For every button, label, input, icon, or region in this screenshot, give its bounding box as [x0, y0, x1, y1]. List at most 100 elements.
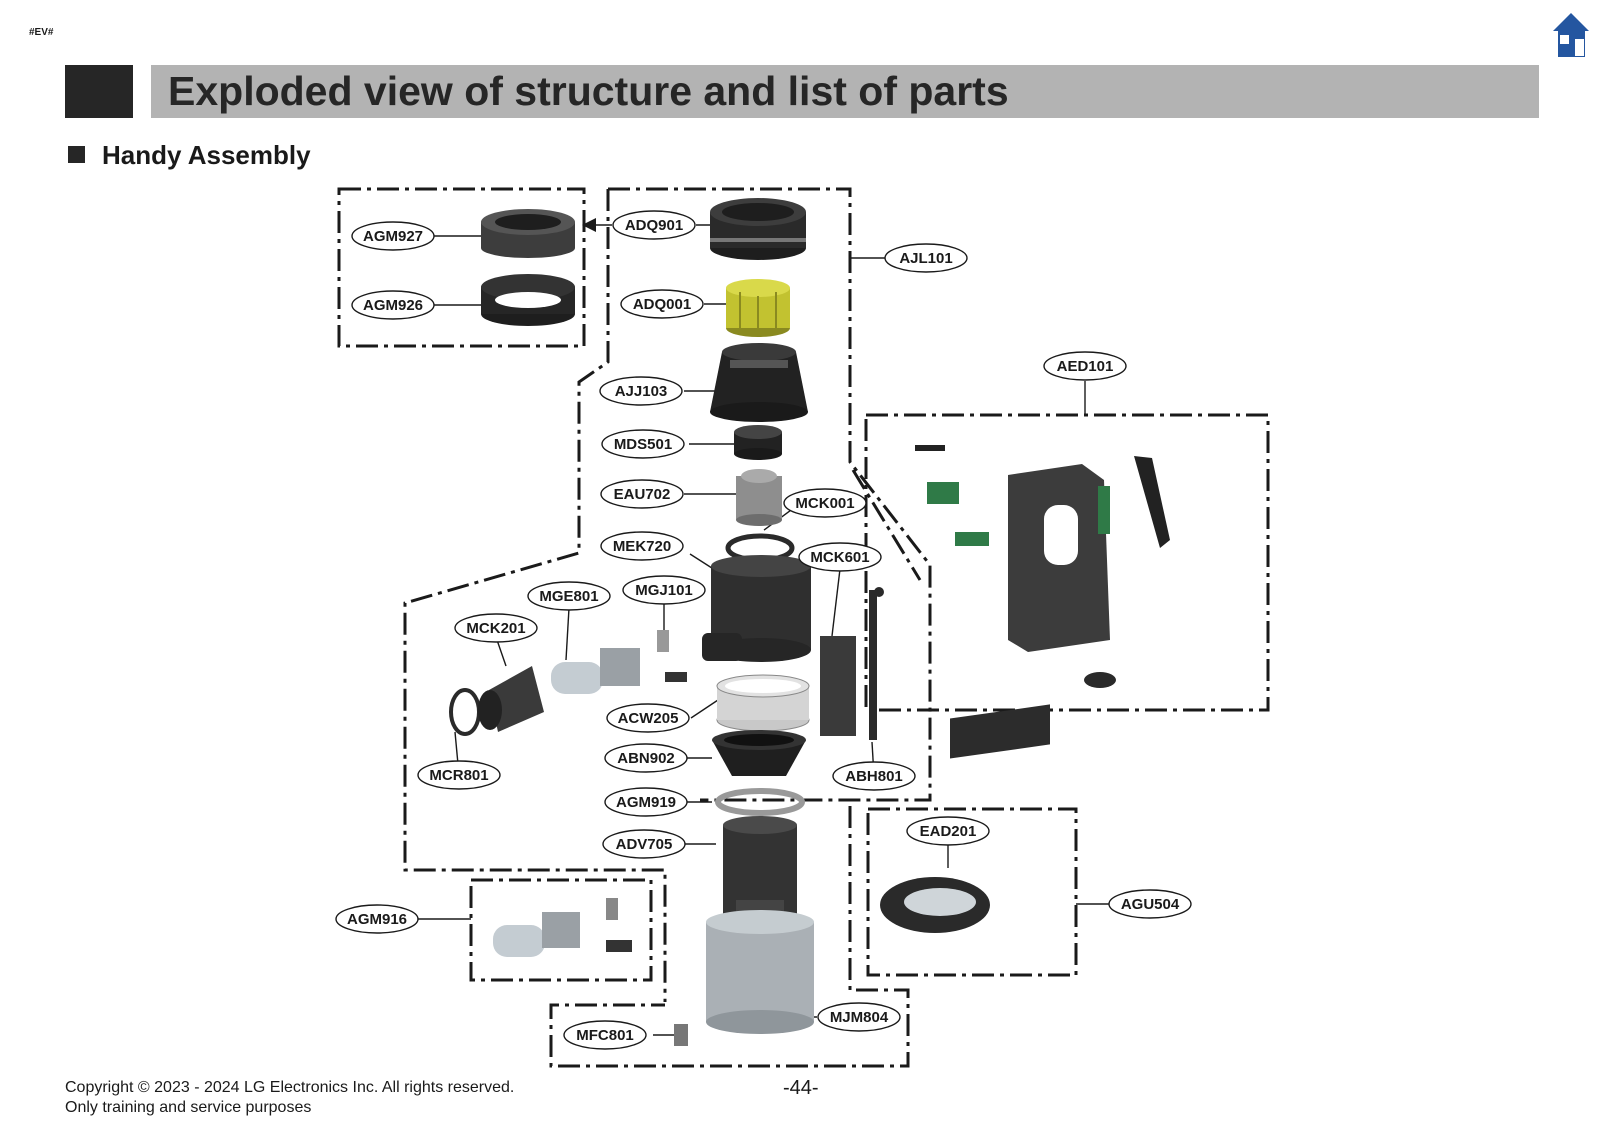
callout-label: MJM804 [830, 1009, 889, 1026]
callout-acw205: ACW205 [606, 703, 690, 733]
callout-ellipse [600, 531, 684, 561]
boundary-ajl101-left [403, 189, 667, 1002]
arrow-head [582, 218, 596, 232]
boundary-agm-group [337, 187, 586, 348]
callout-label: ADQ901 [625, 217, 683, 234]
ev-tag: #EV# [29, 27, 54, 38]
callout-mfc801: MFC801 [563, 1020, 647, 1050]
callout-aed101: AED101 [1043, 351, 1127, 381]
callout-ellipse [1043, 351, 1127, 381]
callout-mck201: MCK201 [454, 613, 538, 643]
group-boundaries [337, 187, 1270, 1068]
boundary-mjm804 [549, 806, 910, 1068]
leader-lines [417, 224, 1109, 1036]
callout-label: MCK201 [466, 620, 525, 637]
callout-label: AGM916 [347, 911, 407, 928]
callout-mgj101: MGJ101 [622, 575, 706, 605]
callout-ellipse [417, 760, 501, 790]
callout-abn902: ABN902 [604, 743, 688, 773]
section-heading: Handy Assembly [68, 140, 311, 170]
callout-abh801: ABH801 [832, 761, 916, 791]
callout-ellipse [601, 429, 685, 459]
callout-eau702: EAU702 [600, 479, 684, 509]
usage-text: Only training and service purposes [65, 1099, 312, 1116]
callout-mjm804: MJM804 [817, 1002, 901, 1032]
callout-label: ABH801 [845, 768, 903, 785]
callout-ellipse [335, 904, 419, 934]
callout-ellipse [351, 290, 435, 320]
part-illustrations [449, 198, 1170, 1046]
callout-label: MCK601 [810, 549, 869, 566]
callout-ellipse [604, 743, 688, 773]
callout-mcr801: MCR801 [417, 760, 501, 790]
callout-adq901: ADQ901 [612, 210, 696, 240]
boundary-ajl101-right [608, 187, 932, 802]
callout-label: AJL101 [899, 250, 952, 267]
callout-agm916: AGM916 [335, 904, 419, 934]
callout-mek720: MEK720 [600, 531, 684, 561]
callout-label: AED101 [1057, 358, 1114, 375]
callout-ellipse [622, 575, 706, 605]
callout-agu504: AGU504 [1108, 889, 1192, 919]
callout-label: ACW205 [618, 710, 679, 727]
callout-ellipse [454, 613, 538, 643]
callout-ead201: EAD201 [906, 816, 990, 846]
callout-ellipse [1108, 889, 1192, 919]
callout-ellipse [606, 703, 690, 733]
callout-ellipse [527, 581, 611, 611]
page-title: Exploded view of structure and list of p… [151, 65, 1539, 118]
callout-ellipse [817, 1002, 901, 1032]
callout-label: MCK001 [795, 495, 854, 512]
callout-ellipse [884, 243, 968, 273]
callout-label: ABN902 [617, 750, 675, 767]
callout-label: AGU504 [1121, 896, 1180, 913]
callout-ajj103: AJJ103 [599, 376, 683, 406]
callout-ellipse [351, 221, 435, 251]
callout-ajl101: AJL101 [884, 243, 968, 273]
callout-label: AJJ103 [615, 383, 668, 400]
callout-agm926: AGM926 [351, 290, 435, 320]
callout-ellipse [783, 488, 867, 518]
callout-ellipse [604, 787, 688, 817]
copyright-text: Copyright © 2023 - 2024 LG Electronics I… [65, 1079, 515, 1096]
callout-label: AGM926 [363, 297, 423, 314]
callout-label: AGM919 [616, 794, 676, 811]
callout-label: ADV705 [616, 836, 673, 853]
callout-ellipse [906, 816, 990, 846]
section-title: Handy Assembly [102, 140, 311, 170]
callout-ellipse [798, 542, 882, 572]
callout-label: MFC801 [576, 1027, 634, 1044]
home-icon [1553, 13, 1589, 57]
callout-adq001: ADQ001 [620, 289, 704, 319]
callout-label: EAD201 [920, 823, 977, 840]
callout-label: MEK720 [613, 538, 671, 555]
title-marker [65, 65, 133, 118]
callout-ellipse [563, 1020, 647, 1050]
callout-adv705: ADV705 [602, 829, 686, 859]
home-button[interactable] [1552, 12, 1590, 58]
callout-ellipse [602, 829, 686, 859]
callout-label: MGE801 [539, 588, 598, 605]
callout-label: AGM927 [363, 228, 423, 245]
callout-ellipse [612, 210, 696, 240]
callout-label: MCR801 [429, 767, 488, 784]
callout-mck001: MCK001 [783, 488, 867, 518]
page-number: -44- [783, 1077, 819, 1099]
callout-ellipse [600, 479, 684, 509]
callout-label: MDS501 [614, 436, 672, 453]
footer-copyright: Copyright © 2023 - 2024 LG Electronics I… [65, 1078, 514, 1118]
callout-ellipse [599, 376, 683, 406]
callout-label: MGJ101 [635, 582, 693, 599]
bullet-square [68, 146, 85, 163]
callout-mds501: MDS501 [601, 429, 685, 459]
callout-label: ADQ001 [633, 296, 691, 313]
callout-mck601: MCK601 [798, 542, 882, 572]
callout-ellipse [832, 761, 916, 791]
callout-label: EAU702 [614, 486, 671, 503]
callout-mge801: MGE801 [527, 581, 611, 611]
boundary-agm916 [469, 878, 653, 982]
callout-agm919: AGM919 [604, 787, 688, 817]
callout-agm927: AGM927 [351, 221, 435, 251]
